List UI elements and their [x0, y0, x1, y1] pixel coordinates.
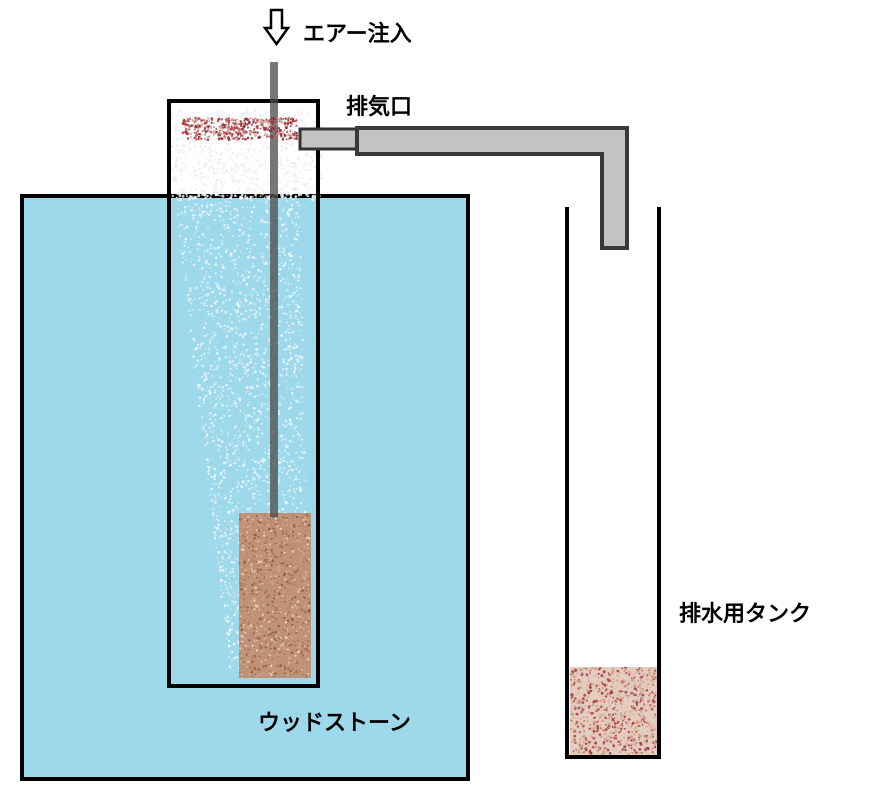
drain-tank	[565, 207, 661, 759]
reaction-column	[167, 99, 320, 688]
wood-stone-texture	[239, 514, 312, 678]
foam-bubbles	[170, 108, 324, 671]
down-arrow-outline-icon	[262, 8, 291, 47]
air-tube	[270, 62, 278, 517]
exhaust-stub	[298, 127, 362, 151]
drain-tank-label: 排水用タンク	[679, 602, 811, 627]
air-injection-label: エアー注入	[303, 21, 412, 47]
wood-stone-label: ウッドストーン	[258, 711, 411, 736]
drain-residue-texture	[569, 666, 658, 756]
exhaust-pipe	[355, 126, 629, 250]
water-tank	[20, 194, 470, 781]
exhaust-port-label: 排気口	[346, 94, 412, 120]
column-residue	[181, 116, 299, 142]
